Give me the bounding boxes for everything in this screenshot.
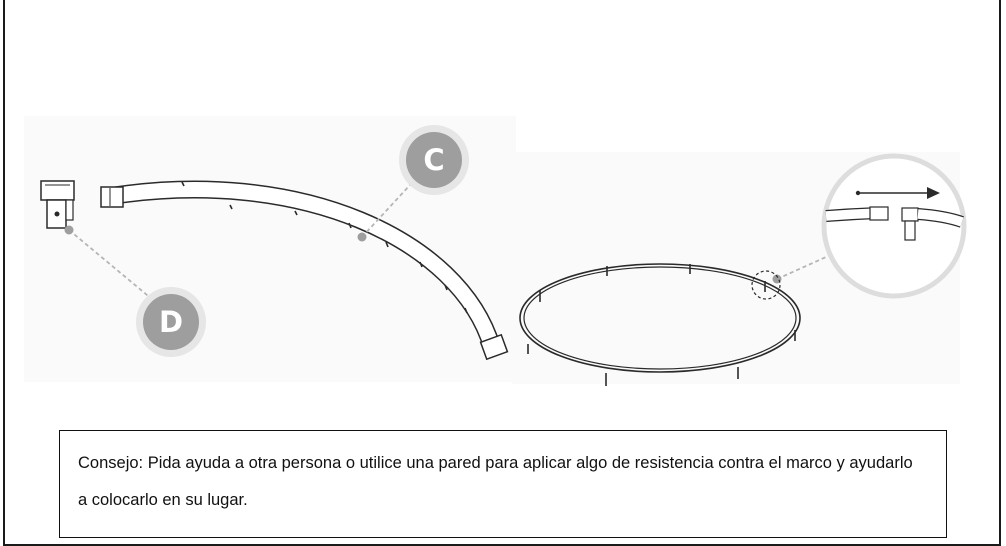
callout-c-label: C	[423, 143, 444, 177]
tip-text: Consejo: Pida ayuda a otra persona o uti…	[78, 454, 913, 509]
callout-d	[136, 287, 206, 357]
curved-tube-part-c	[100, 180, 509, 361]
connector-part-d	[40, 180, 75, 229]
trampoline-frame-ring	[519, 263, 801, 386]
detail-highlight-circle	[751, 270, 781, 300]
tip-box: Consejo: Pida ayuda a otra persona o uti…	[59, 430, 947, 538]
leader-dot-c	[357, 232, 367, 242]
leader-dot-d	[64, 225, 74, 235]
leader-lines	[68, 184, 836, 301]
callout-d-label: D	[159, 305, 183, 339]
callout-c	[399, 125, 469, 195]
detail-magnifier	[821, 153, 967, 299]
